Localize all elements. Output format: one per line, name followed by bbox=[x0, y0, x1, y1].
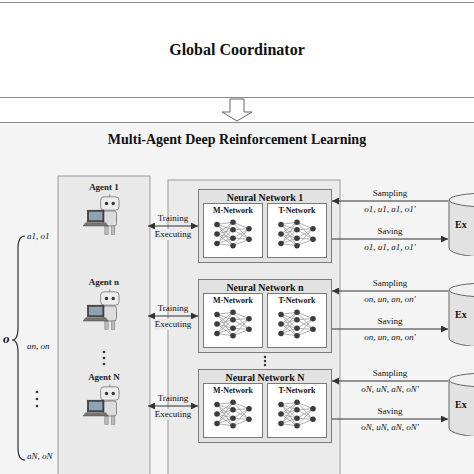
buffer-cylinder: Ex bbox=[448, 192, 474, 256]
robot-icon bbox=[83, 289, 119, 329]
subnetwork-box: M-Network bbox=[203, 203, 263, 258]
flow-arrow bbox=[332, 328, 448, 329]
network-icon bbox=[211, 308, 255, 340]
network-icon bbox=[214, 219, 252, 248]
node-text: Ex bbox=[455, 399, 467, 410]
cylinder-body bbox=[449, 200, 474, 256]
network-icon bbox=[275, 308, 319, 340]
variable-label: aN, oN bbox=[27, 451, 53, 462]
flow-arrow bbox=[148, 405, 198, 406]
network-icon bbox=[278, 219, 316, 248]
network-box: Neural Network 1 M-Network T-Network bbox=[198, 189, 332, 263]
robot-icon bbox=[79, 289, 129, 333]
variable-label: a1, o1 bbox=[27, 231, 50, 242]
signal-label: o1, u1, a1, o1' bbox=[364, 242, 415, 253]
variable-label: an, on bbox=[27, 341, 50, 352]
node-text: Neural Network n bbox=[199, 282, 331, 293]
edge-label: Saving bbox=[377, 406, 402, 417]
network-icon bbox=[211, 218, 255, 250]
variable-label: o bbox=[3, 331, 10, 346]
node-text: M-Network bbox=[204, 296, 262, 305]
subnetwork-box: T-Network bbox=[267, 203, 327, 258]
node-text: Neural Network N bbox=[199, 372, 331, 383]
robot-icon bbox=[83, 194, 119, 234]
edge-label: Sampling bbox=[373, 278, 408, 289]
subnetwork-box: T-Network bbox=[267, 293, 327, 348]
network-icon bbox=[211, 398, 255, 430]
flow-arrow bbox=[332, 380, 448, 381]
subnetwork-box: T-Network bbox=[267, 383, 327, 438]
flow-arrow bbox=[332, 238, 448, 239]
signal-label: Executing bbox=[154, 229, 193, 240]
cylinder-body bbox=[449, 380, 474, 436]
network-icon bbox=[275, 218, 319, 250]
signal-label: Executing bbox=[154, 319, 193, 330]
node-text: M-Network bbox=[204, 386, 262, 395]
network-column bbox=[168, 180, 340, 474]
signal-label: Executing bbox=[154, 409, 193, 420]
node-text: Ex bbox=[455, 219, 467, 230]
agent-figure: Agent n bbox=[60, 277, 148, 341]
agent-figure: Agent 1 bbox=[60, 182, 148, 246]
network-icon bbox=[214, 309, 252, 338]
cylinder-top bbox=[449, 373, 474, 387]
subnetwork-box: M-Network bbox=[203, 293, 263, 348]
node-text: T-Network bbox=[268, 296, 326, 305]
flow-arrow bbox=[332, 290, 448, 291]
robot-icon bbox=[79, 194, 129, 238]
network-icon bbox=[214, 399, 252, 428]
signal-label: oN, uN, aN, oN' bbox=[361, 384, 418, 395]
signal-label: on, un, an, on' bbox=[364, 332, 415, 343]
observation-brace bbox=[12, 236, 25, 460]
node-text: Multi-Agent Deep Reinforcement Learning bbox=[0, 132, 474, 148]
node-text: M-Network bbox=[204, 206, 262, 215]
node-text: T-Network bbox=[268, 386, 326, 395]
node-text: Agent N bbox=[60, 372, 148, 382]
node-text: Ex bbox=[455, 309, 467, 320]
node-text: T-Network bbox=[268, 206, 326, 215]
network-box: Neural Network N M-Network T-Network bbox=[198, 369, 332, 443]
node-text: Neural Network 1 bbox=[199, 192, 331, 203]
network-box: Neural Network n M-Network T-Network bbox=[198, 279, 332, 353]
buffer-cylinder: Ex bbox=[448, 372, 474, 436]
node-text: Global Coordinator bbox=[169, 41, 305, 59]
cylinder-top bbox=[449, 283, 474, 297]
subnetwork-box: M-Network bbox=[203, 383, 263, 438]
network-icon bbox=[275, 398, 319, 430]
edge-label: Training bbox=[158, 393, 189, 404]
signal-label: o1, u1, a1, o1' bbox=[364, 204, 415, 215]
flow-arrow bbox=[148, 315, 198, 316]
robot-icon bbox=[79, 384, 129, 428]
flow-arrow bbox=[148, 225, 198, 226]
coordinator-ground bbox=[0, 2, 474, 98]
agent-figure: Agent N bbox=[60, 372, 148, 436]
network-icon bbox=[278, 399, 316, 428]
network-icon bbox=[278, 309, 316, 338]
signal-label: oN, uN, aN, oN' bbox=[361, 422, 418, 433]
edge-label: Training bbox=[158, 303, 189, 314]
edge-label: Sampling bbox=[373, 368, 408, 379]
coordinator-box: Global Coordinator bbox=[0, 2, 474, 98]
robot-icon bbox=[83, 384, 119, 424]
agent-column bbox=[58, 176, 150, 474]
cylinder-body bbox=[449, 290, 474, 346]
edge-label: Sampling bbox=[373, 188, 408, 199]
signal-label: on, un, an, on' bbox=[364, 294, 415, 305]
edge-label: Saving bbox=[377, 316, 402, 327]
block-arrow bbox=[222, 99, 252, 121]
node-text: Agent n bbox=[60, 277, 148, 287]
cylinder-top bbox=[449, 193, 474, 207]
flow-arrow bbox=[332, 418, 448, 419]
node-text: Agent 1 bbox=[60, 182, 148, 192]
buffer-cylinder: Ex bbox=[448, 282, 474, 346]
flow-arrow bbox=[332, 200, 448, 201]
edge-label: Saving bbox=[377, 226, 402, 237]
edge-label: Training bbox=[158, 213, 189, 224]
